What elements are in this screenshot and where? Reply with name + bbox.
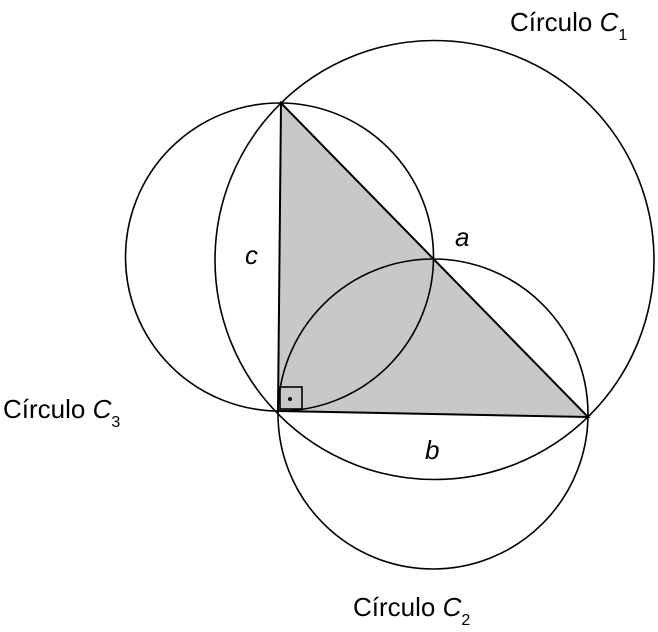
label-side-c: c	[245, 240, 258, 270]
circle-c3	[124, 102, 435, 412]
circle-c1	[214, 39, 655, 481]
label-side-b: b	[425, 435, 439, 465]
label-circle-c2: Círculo C2	[353, 592, 470, 629]
label-circle-c3: Círculo C3	[3, 394, 120, 431]
label-side-a: a	[455, 222, 469, 252]
label-circle-c1: Círculo C1	[510, 7, 627, 44]
right-angle-marker	[279, 386, 303, 410]
right-angle-dot	[288, 397, 292, 401]
